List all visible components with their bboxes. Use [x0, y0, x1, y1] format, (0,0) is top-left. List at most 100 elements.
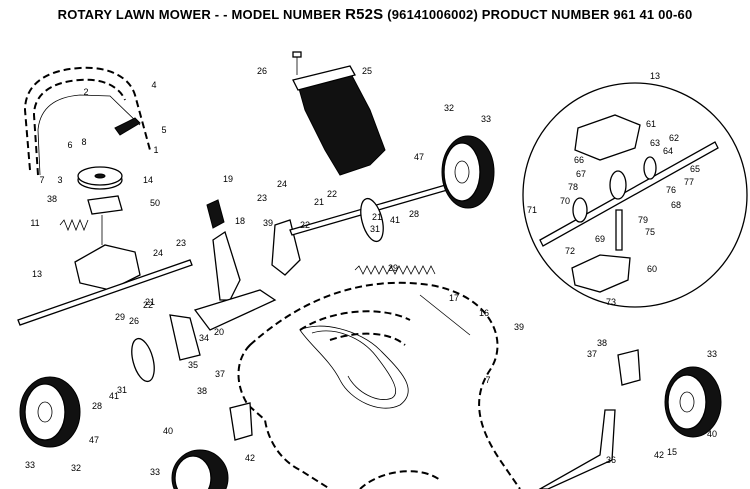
transmission — [74, 244, 141, 291]
title-prefix: ROTARY LAWN MOWER - - MODEL NUMBER — [57, 7, 342, 22]
wheel-bracket-lower — [229, 402, 253, 441]
gearbox-lower-housing — [571, 254, 631, 293]
shift-knob — [206, 199, 225, 229]
callout-c18: 18 — [235, 216, 245, 226]
callout-c41a: 41 — [390, 215, 400, 225]
callout-c23a: 23 — [176, 238, 186, 248]
callout-c14: 14 — [143, 175, 153, 185]
control-lever — [114, 117, 141, 136]
wheel-upper-right — [441, 135, 495, 209]
callout-c41b: 41 — [109, 391, 119, 401]
wheel-disc-upper — [360, 197, 384, 243]
deck-housing-inner — [299, 310, 411, 346]
pulley-hub — [94, 173, 106, 179]
callout-c61: 61 — [646, 119, 656, 129]
callout-c21a: 21 — [314, 197, 324, 207]
callout-c71: 71 — [527, 205, 537, 215]
callout-c72: 72 — [565, 246, 575, 256]
wheel-lower-left — [19, 376, 81, 448]
callout-c78: 78 — [568, 182, 578, 192]
callout-c47b: 47 — [89, 435, 99, 445]
callout-c2: 2 — [83, 87, 88, 97]
callout-c1: 1 — [153, 145, 158, 155]
callout-c39b: 39 — [514, 322, 524, 332]
callout-c76: 76 — [666, 185, 676, 195]
callout-c4: 4 — [151, 80, 156, 90]
callout-c73: 73 — [606, 297, 616, 307]
rear-axle — [17, 259, 193, 326]
callout-c70: 70 — [560, 196, 570, 206]
callout-c33a: 33 — [481, 114, 491, 124]
callout-c32a: 32 — [444, 103, 454, 113]
callout-c6: 6 — [67, 140, 72, 150]
callout-c77: 77 — [684, 177, 694, 187]
callout-c38b: 38 — [197, 386, 207, 396]
callout-c21b: 21 — [372, 212, 382, 222]
wheel-bracket-left — [169, 314, 201, 361]
callout-c79: 79 — [638, 215, 648, 225]
callout-c33d: 33 — [707, 349, 717, 359]
callout-c50: 50 — [150, 198, 160, 208]
front-axle-lower — [538, 409, 616, 489]
wheel-front-right — [664, 366, 722, 438]
callout-c40b: 40 — [707, 429, 717, 439]
callout-c42b: 42 — [654, 450, 664, 460]
callout-c75: 75 — [645, 227, 655, 237]
drive-cable — [299, 325, 409, 409]
callout-c60: 60 — [647, 264, 657, 274]
callout-c37a: 37 — [215, 369, 225, 379]
drive-bearing — [643, 156, 657, 180]
callout-c25: 25 — [362, 66, 372, 76]
callout-c63: 63 — [650, 138, 660, 148]
callout-c16: 16 — [479, 308, 489, 318]
callout-c28a: 28 — [409, 209, 419, 219]
upper-handle-outline — [23, 66, 151, 176]
model-number: R52S — [345, 6, 384, 23]
rear-deflector — [297, 71, 386, 176]
drive-spring — [59, 218, 89, 232]
drive-gear — [609, 170, 627, 200]
callout-c29b: 29 — [115, 312, 125, 322]
worm-shaft — [615, 209, 623, 251]
drive-cable-inner — [311, 330, 397, 400]
lift-rod — [419, 294, 471, 336]
callout-c67: 67 — [576, 169, 586, 179]
callout-c47a: 47 — [414, 152, 424, 162]
callout-c7a: 7 — [39, 175, 44, 185]
callout-c20: 20 — [214, 327, 224, 337]
mower-deck-outline — [237, 281, 521, 489]
callout-c23b: 23 — [257, 193, 267, 203]
callout-c35: 35 — [188, 360, 198, 370]
diagram-title: ROTARY LAWN MOWER - - MODEL NUMBER R52S … — [0, 6, 750, 23]
title-suffix: (96141006002) PRODUCT NUMBER 961 41 00-6… — [387, 7, 693, 22]
callout-c21c: 21 — [145, 297, 155, 307]
callout-c22b: 22 — [300, 220, 310, 230]
callout-c62: 62 — [669, 133, 679, 143]
height-adjuster — [212, 230, 241, 301]
deflector-mount — [292, 65, 356, 91]
callout-c3: 3 — [57, 175, 62, 185]
callout-c33c: 33 — [150, 467, 160, 477]
clutch-gear — [572, 197, 588, 223]
callout-c36: 36 — [606, 455, 616, 465]
callout-c40a: 40 — [163, 426, 173, 436]
callout-c34: 34 — [199, 333, 209, 343]
callout-c22c: 22 — [143, 300, 153, 310]
callout-c32b: 32 — [71, 463, 81, 473]
callout-c66: 66 — [574, 155, 584, 165]
callout-c26: 26 — [257, 66, 267, 76]
control-bail — [37, 94, 141, 176]
wheel-bracket-right — [617, 349, 641, 386]
callout-c38c: 38 — [597, 338, 607, 348]
callout-c7b: 7 — [485, 375, 490, 385]
lift-spring — [354, 265, 436, 275]
callout-c13a: 13 — [650, 71, 660, 81]
callout-c29a: 29 — [388, 263, 398, 273]
callout-c19: 19 — [223, 174, 233, 184]
callout-c24b: 24 — [277, 179, 287, 189]
deflector-bolt-head — [292, 51, 302, 58]
callout-c39a: 39 — [263, 218, 273, 228]
callout-c37b: 37 — [587, 349, 597, 359]
